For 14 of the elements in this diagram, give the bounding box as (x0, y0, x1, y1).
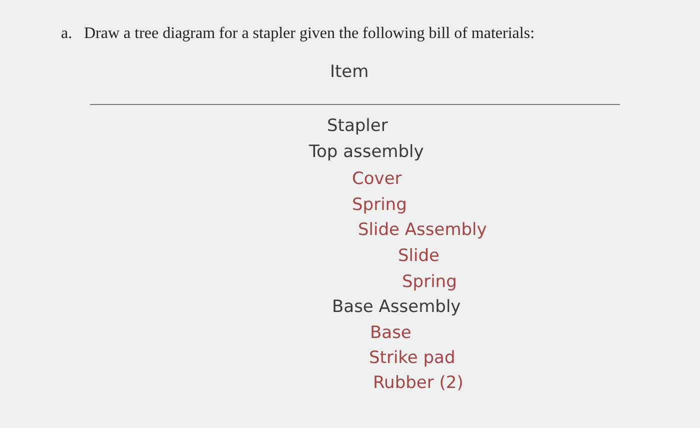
item-name: Stapler (327, 118, 388, 135)
item-name: Cover (352, 171, 402, 188)
item-name: Rubber (2) (373, 375, 464, 392)
item-name: Base Assembly (332, 299, 461, 316)
item-name: Top assembly (309, 144, 424, 161)
item-name: Strike pad (369, 350, 456, 367)
item-name: Slide (398, 248, 440, 265)
item-name: Spring (352, 197, 407, 214)
column-header: Item (330, 64, 369, 81)
question-letter: a. (61, 26, 72, 42)
item-name: Spring (402, 274, 457, 291)
item-name: Base (370, 325, 412, 342)
question-text: Draw a tree diagram for a stapler given the following bill of materials: (84, 26, 535, 42)
item-name: Slide Assembly (358, 222, 487, 239)
